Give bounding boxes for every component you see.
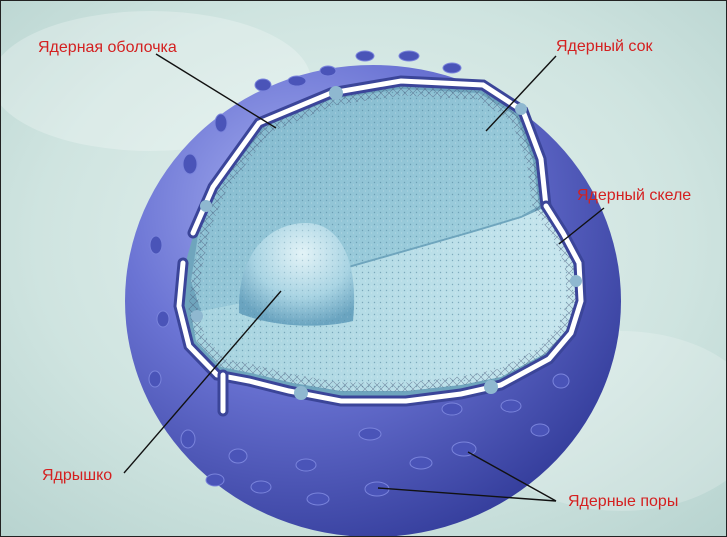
label-nuclear-sap: Ядерный сок: [556, 38, 652, 56]
label-nuclear-envelope: Ядерная оболочка: [38, 39, 177, 57]
label-nucleolus: Ядрышко: [42, 467, 112, 485]
label-nuclear-skeleton: Ядерный скеле: [577, 187, 691, 205]
label-nuclear-pores: Ядерные поры: [568, 493, 678, 511]
